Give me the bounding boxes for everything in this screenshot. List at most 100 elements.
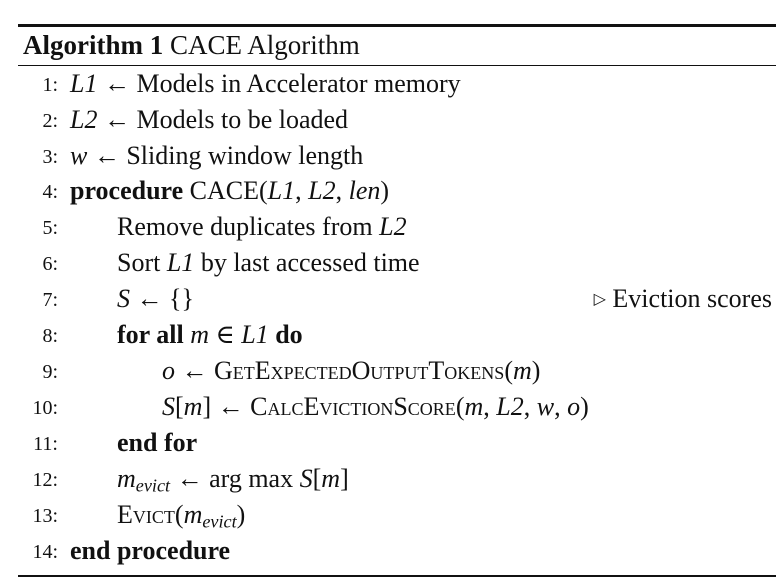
assign-arrow: ← xyxy=(136,284,163,313)
line-text: Models in Accelerator memory xyxy=(136,69,461,98)
keyword: for all xyxy=(117,320,184,349)
algorithm-line: 6: Sort L1 by last accessed time xyxy=(0,245,776,281)
keyword: end procedure xyxy=(70,536,231,565)
algorithm-title: CACE Algorithm xyxy=(169,30,360,60)
argument: len xyxy=(348,176,381,205)
line-number: 2: xyxy=(42,110,58,132)
line-code: S[m] ← CalcEvictionScore(m, L2, w, o) xyxy=(162,389,589,425)
paren: ) xyxy=(580,392,589,421)
algorithm-line: 2: L2 ← Models to be loaded xyxy=(0,102,776,138)
keyword: do xyxy=(275,320,303,349)
paren: ( xyxy=(258,176,268,205)
variable: S xyxy=(162,392,175,421)
line-number: 10: xyxy=(32,397,58,419)
line-code: end for xyxy=(117,425,197,461)
line-number: 1: xyxy=(42,74,58,96)
variable: S xyxy=(299,464,313,493)
comma: , xyxy=(335,176,349,205)
line-code: Remove duplicates from L2 xyxy=(117,209,407,245)
variable: m xyxy=(183,500,203,529)
subscript: evict xyxy=(135,475,171,496)
comma: , xyxy=(554,392,568,421)
algorithm-line: 11: end for xyxy=(0,425,776,461)
function-name: Evict xyxy=(117,500,175,529)
algorithm-caption: Algorithm 1 CACE Algorithm xyxy=(23,28,360,62)
keyword: procedure xyxy=(70,176,184,205)
assign-arrow: ← xyxy=(93,141,120,170)
line-number: 11: xyxy=(33,433,58,455)
top-rule xyxy=(18,24,776,27)
line-code: L2 ← Models to be loaded xyxy=(70,102,348,138)
algorithm-label: Algorithm 1 xyxy=(23,30,164,60)
index: m xyxy=(183,392,203,421)
comment-triangle-icon: ▷ xyxy=(593,291,606,308)
argument: L2 xyxy=(308,176,336,205)
algorithm-line: 1: L1 ← Models in Accelerator memory xyxy=(0,66,776,102)
algorithm-line: 5: Remove duplicates from L2 xyxy=(0,209,776,245)
algorithm-line: 8: for all m ∈ L1 do xyxy=(0,317,776,353)
variable: L2 xyxy=(379,212,407,241)
algorithm-line: 4: procedure CACE(L1, L2, len) xyxy=(0,173,776,209)
function-name: CalcEvictionScore xyxy=(250,392,456,421)
algorithm-line: 7: S ← {} ▷ Eviction scores xyxy=(0,281,776,317)
comma: , xyxy=(483,392,497,421)
bracket: [ xyxy=(175,392,184,421)
argument: m xyxy=(464,392,484,421)
line-text: by last accessed time xyxy=(200,248,420,277)
variable: L2 xyxy=(70,105,98,134)
assign-arrow: ← xyxy=(103,105,130,134)
variable: L1 xyxy=(70,69,98,98)
assign-arrow: ← xyxy=(217,392,244,421)
bottom-rule xyxy=(18,575,776,577)
assign-arrow: ← xyxy=(103,69,130,98)
comment-text: Eviction scores xyxy=(612,284,772,313)
paren: ) xyxy=(380,176,390,205)
paren: ( xyxy=(455,392,465,421)
line-code: Sort L1 by last accessed time xyxy=(117,245,420,281)
line-code: L1 ← Models in Accelerator memory xyxy=(70,66,461,102)
argument: L2 xyxy=(496,392,524,421)
assign-arrow: ← xyxy=(181,356,208,385)
bracket: ] xyxy=(202,392,212,421)
paren: ) xyxy=(236,500,246,529)
line-number: 4: xyxy=(42,181,58,203)
variable: w xyxy=(70,141,88,170)
algorithm-line: 3: w ← Sliding window length xyxy=(0,138,776,174)
line-number: 13: xyxy=(32,505,58,527)
line-code: for all m ∈ L1 do xyxy=(117,317,303,353)
element-of: ∈ xyxy=(215,320,235,349)
paren: ( xyxy=(174,500,184,529)
argument: L1 xyxy=(267,176,296,205)
operator: arg max xyxy=(209,464,294,493)
algorithm-line: 9: o ← GetExpectedOutputTokens(m) xyxy=(0,353,776,389)
paren: ( xyxy=(504,356,513,385)
line-text: Sort xyxy=(117,248,161,277)
line-code: Evict(mevict) xyxy=(117,497,245,533)
caption-rule xyxy=(18,65,776,66)
line-code: o ← GetExpectedOutputTokens(m) xyxy=(162,353,540,389)
variable: S xyxy=(117,284,130,313)
comma: , xyxy=(523,392,537,421)
argument: w xyxy=(536,392,555,421)
line-comment: ▷ Eviction scores xyxy=(594,281,772,321)
line-code: mevict ← arg max S[m] xyxy=(117,461,349,497)
line-number: 14: xyxy=(32,541,58,563)
line-number: 12: xyxy=(32,469,58,491)
line-number: 3: xyxy=(42,146,58,168)
line-text: Models to be loaded xyxy=(136,105,349,134)
line-code: w ← Sliding window length xyxy=(70,138,363,174)
argument: m xyxy=(512,356,532,385)
line-text: Remove duplicates from xyxy=(117,212,373,241)
keyword: end for xyxy=(117,428,198,457)
line-number: 9: xyxy=(42,361,58,383)
comma: , xyxy=(295,176,309,205)
subscript: evict xyxy=(202,511,237,532)
procedure-name: CACE xyxy=(189,176,259,205)
variable: m xyxy=(190,320,209,349)
paren: ) xyxy=(531,356,541,385)
assign-arrow: ← xyxy=(176,464,203,493)
line-number: 7: xyxy=(42,289,58,311)
algorithm-line: 13: Evict(mevict) xyxy=(0,497,776,533)
line-number: 6: xyxy=(42,253,58,275)
variable: m xyxy=(117,464,136,493)
